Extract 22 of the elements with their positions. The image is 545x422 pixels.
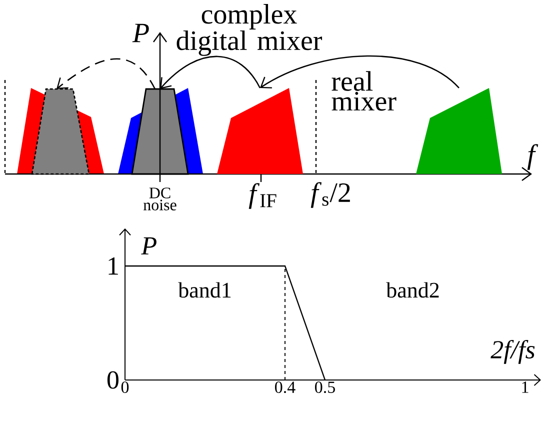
- y-axis-title: P: [141, 237, 156, 254]
- x-tick-label: 0: [121, 382, 129, 393]
- curved-arrow: [160, 56, 261, 89]
- annotation: band1: [178, 282, 231, 298]
- edge-label: complex digital mixer: [176, 4, 322, 56]
- edge-label: real mixer: [332, 71, 396, 111]
- curved-arrow: [56, 58, 156, 90]
- curved-arrow: [260, 55, 460, 88]
- spectrum-band: [31, 88, 90, 175]
- tick-label: DC noise: [143, 188, 176, 210]
- tick-label: f$_{s}$/2: [310, 182, 350, 208]
- tick-label: f$_{IF}$: [248, 183, 276, 209]
- axis-label: f: [527, 144, 538, 170]
- spectrum-band: [131, 88, 189, 175]
- x-tick-label: 1: [522, 382, 528, 393]
- spectrum-band: [416, 88, 502, 174]
- axis-label: P: [132, 24, 149, 42]
- x-tick-label: 0.4: [275, 382, 296, 394]
- annotation: band2: [386, 282, 439, 298]
- x-axis-title: 2f/fs: [490, 340, 535, 364]
- x-tick-label: 0.5: [315, 382, 335, 394]
- spectrum-band: [217, 88, 303, 174]
